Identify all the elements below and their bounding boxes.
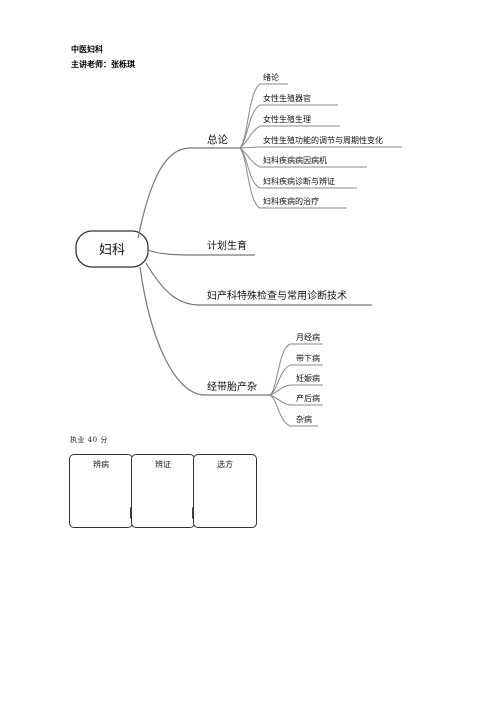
zonglun-item: 女性生殖器官 (263, 93, 311, 103)
mind-map: 妇科 总论 计划生育 妇产科特殊检查与常用诊断技术 经带胎产杂 绪论 女性生殖器… (75, 72, 402, 427)
step-box-bianzheng: 辨证 (131, 454, 200, 528)
step-label: 辨证 (155, 460, 171, 469)
doc-lecturer: 主讲老师：张栎琪 (71, 60, 135, 69)
step-label: 选方 (217, 460, 233, 469)
zonglun-item: 妇科疾病的治疗 (263, 196, 319, 206)
zonglun-item: 女性生殖功能的调节与周期性变化 (263, 135, 383, 145)
step-label: 辨病 (93, 460, 109, 469)
zonglun-subconnectors (239, 83, 402, 209)
jingdai-item: 杂病 (296, 414, 312, 424)
connector-jihua (147, 249, 255, 256)
step-box-xuanfang: 选方 (193, 454, 257, 528)
zonglun-item: 女性生殖生理 (263, 114, 311, 124)
connector-jingdai (139, 266, 270, 396)
exam-score-note: 执业 40 分 (70, 436, 108, 444)
jingdai-subconnectors (269, 343, 323, 427)
jingdai-item: 带下病 (296, 353, 320, 363)
mindmap-root-node (75, 230, 149, 268)
branch-jingdai: 经带胎产杂 (207, 380, 257, 393)
doc-title: 中医妇科 (71, 45, 103, 54)
jingdai-item: 月经病 (296, 332, 320, 342)
branch-zonglun: 总论 (207, 133, 228, 146)
jingdai-item: 产后病 (296, 393, 320, 403)
zonglun-item: 妇科疾病诊断与辨证 (263, 176, 335, 186)
branch-jiancha: 妇产科特殊检查与常用诊断技术 (207, 289, 347, 302)
step-box-bianbing: 辨病 (69, 454, 138, 528)
branch-jihua: 计划生育 (207, 239, 247, 252)
connector-zonglun (137, 147, 240, 239)
zonglun-item: 绪论 (263, 72, 279, 82)
zonglun-item: 妇科疾病病因病机 (263, 155, 327, 165)
mindmap-root-label: 妇科 (99, 242, 125, 258)
connector-jiancha (145, 262, 372, 306)
jingdai-item: 妊娠病 (296, 373, 320, 383)
